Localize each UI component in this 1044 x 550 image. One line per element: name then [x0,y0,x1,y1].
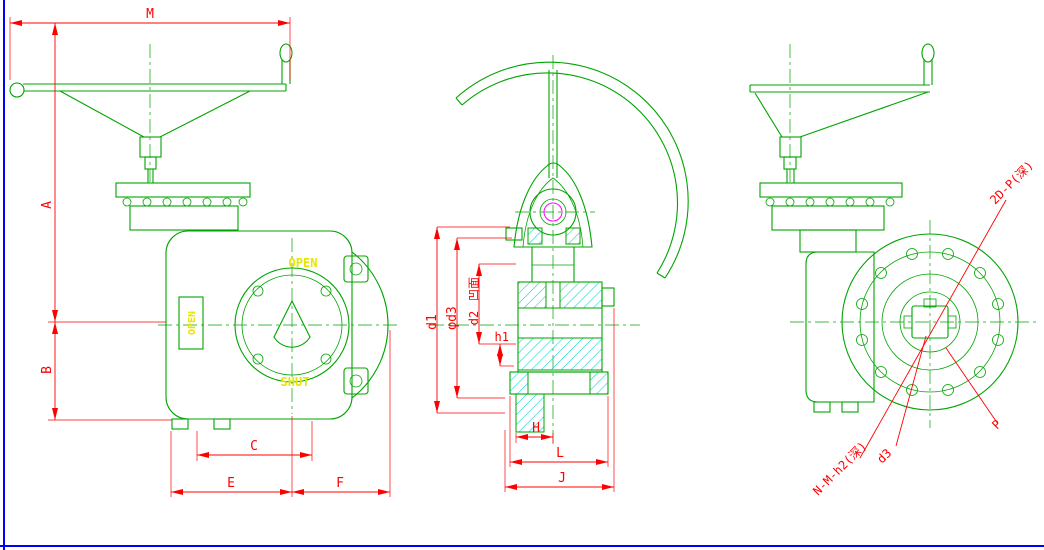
position-labels: OPEN SHUT OPEN [187,256,317,389]
dim-label-a: A [40,201,55,209]
shut-label: SHUT [281,375,310,389]
handwheel-rim [455,61,689,279]
dim-label-c: C [250,439,258,454]
gear-operator-right [759,182,903,253]
dim-label-b: B [40,366,55,374]
center-dimensions: d1 φd3 凹面 d2 h1 H L J [425,226,615,492]
dim-label-h: H [532,421,540,436]
right-view: 2D-P(深) N-M-h2(深) d3 P [749,43,1036,498]
gearbox-body [165,230,389,430]
handwheel-side [9,43,293,138]
dim-label-d1: d1 [425,314,440,330]
stem-bore [903,298,957,339]
left-dimensions: M A B C E F [9,7,391,497]
side-plug [505,227,523,241]
dim-label-m: M [146,7,154,22]
dim-label-j: J [558,471,566,486]
callout-2d-p: 2D-P(深) [987,158,1036,207]
dim-label-d2: d2 [467,311,481,325]
foot [515,393,545,433]
body-section [509,281,615,433]
left-view: OPEN SHUT OPEN M A B C E F [9,7,400,497]
dim-label-f: F [336,476,344,491]
bearing-detail [543,202,563,222]
callout-d3: d3 [874,446,894,466]
stem-hub [139,136,162,183]
center-view: d1 φd3 凹面 d2 h1 H L J [425,55,689,492]
right-centerlines [789,44,1036,428]
left-centerlines [149,44,400,414]
gear-operator-top [115,182,251,231]
position-indicator [273,299,311,348]
dim-label-l: L [556,446,564,461]
flange-face [805,233,1019,413]
callout-n-m-h2: N-M-h2(深) [810,439,869,498]
handwheel-side-right [749,43,935,138]
bolt-holes [856,248,1004,396]
indicator-window [178,296,204,350]
center-centerlines [430,55,640,448]
stem-hub-right [779,136,802,183]
dim-label-phi-d3: φd3 [445,306,460,329]
crank-handle-right [921,43,935,85]
open-label: OPEN [289,256,318,270]
seat-step [601,287,615,307]
yoke-section [505,162,593,282]
right-callouts: 2D-P(深) N-M-h2(深) d3 P [810,158,1036,498]
callout-p: P [989,417,1004,432]
dim-note-concave: 凹面 [467,277,481,301]
dim-label-e: E [227,476,235,491]
window-label: OPEN [187,311,198,335]
dim-label-h1: h1 [495,330,509,344]
